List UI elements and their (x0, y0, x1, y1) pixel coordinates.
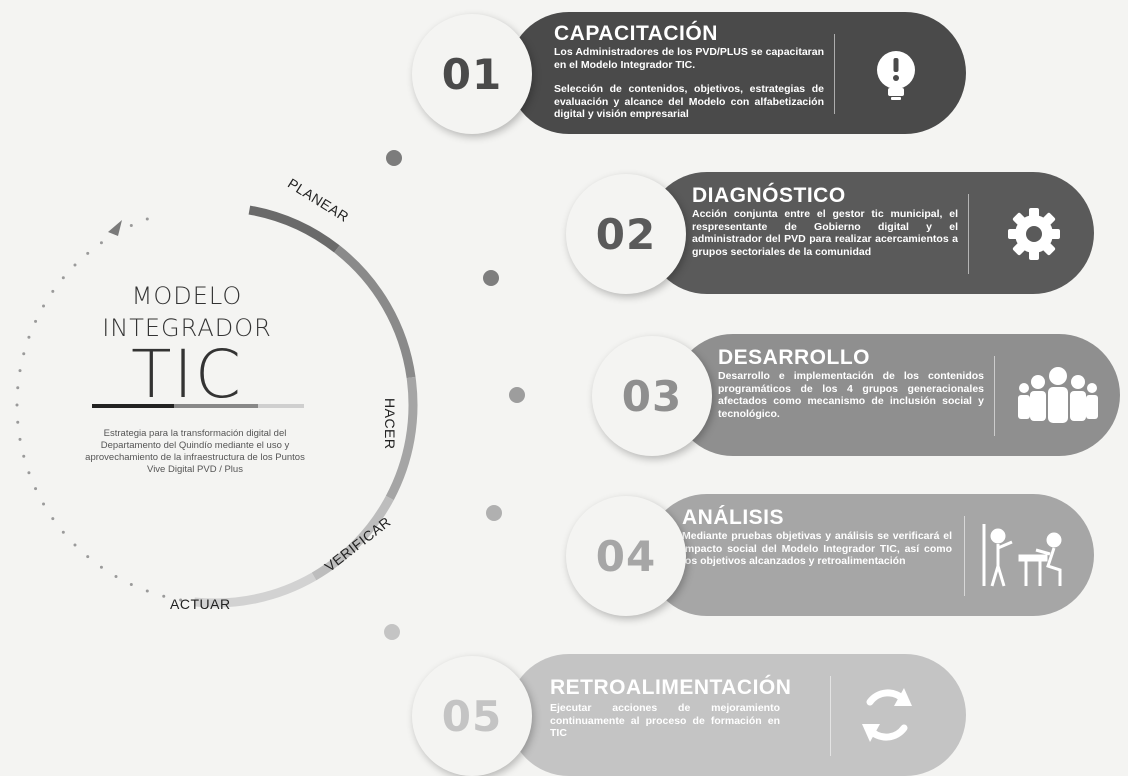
step-card-05: RETROALIMENTACIÓN Ejecutar acciones de m… (508, 654, 966, 776)
ring-dot (27, 471, 31, 475)
ring-dot (15, 403, 19, 407)
step-number-03: 03 (592, 336, 712, 456)
ring-segment (193, 572, 317, 608)
ring-dot (129, 582, 133, 586)
group-icon (1016, 362, 1100, 433)
step-text-paragraph: Ejecutar acciones de mejoramiento contin… (550, 702, 780, 739)
step-text: Mediante pruebas objetivas y análisis se… (682, 530, 952, 568)
step-divider (830, 676, 831, 756)
step-divider (968, 194, 969, 274)
step-text-paragraph: Desarrollo e implementación de los conte… (718, 370, 984, 420)
connector-dot (483, 270, 499, 286)
ring-dot (86, 251, 90, 255)
ring-dot (27, 335, 31, 339)
center-description: Estrategia para la transformación digita… (85, 428, 305, 475)
ring-dot (18, 369, 22, 373)
step-number-04: 04 (566, 496, 686, 616)
ring-dot (16, 386, 20, 390)
step-text: Ejecutar acciones de mejoramiento contin… (550, 702, 780, 740)
title-underline-dark (92, 404, 174, 408)
ring-dot (42, 502, 46, 506)
step-card-02: DIAGNÓSTICO Acción conjunta entre el ges… (646, 172, 1094, 294)
step-text-paragraph: Los Administradores de los PVD/PLUS se c… (554, 46, 824, 71)
cycle-arrow-icon (108, 220, 122, 236)
title-line-modelo: MODELO (131, 282, 243, 310)
connector-dot (386, 150, 402, 166)
ring-dot (145, 589, 149, 593)
step-number-05: 05 (412, 656, 532, 776)
step-title: RETROALIMENTACIÓN (550, 676, 792, 699)
ring-dot (51, 517, 55, 521)
phase-actuar: ACTUAR (170, 596, 231, 612)
step-text-paragraph: Acción conjunta entre el gestor tic muni… (692, 208, 958, 258)
ring-dot (73, 263, 77, 267)
ring-segment (385, 376, 418, 501)
ring-dot (34, 487, 38, 491)
step-title: DIAGNÓSTICO (692, 184, 846, 207)
step-divider (994, 356, 995, 436)
ring-segment (248, 205, 340, 253)
ring-dot (86, 555, 90, 559)
ring-dot (61, 530, 65, 534)
step-divider (964, 516, 965, 596)
connector-dot (509, 387, 525, 403)
connector-dot (384, 624, 400, 640)
step-text: Desarrollo e implementación de los conte… (718, 370, 984, 420)
ring-dot (162, 594, 166, 598)
ring-dot (145, 217, 149, 221)
step-text-paragraph: Mediante pruebas objetivas y análisis se… (682, 530, 952, 567)
connector-dot (486, 505, 502, 521)
step-title: ANÁLISIS (682, 506, 785, 529)
gear-icon (1002, 202, 1066, 271)
title-tic: TIC (131, 336, 243, 413)
step-divider (834, 34, 835, 114)
step-card-01: CAPACITACIÓN Los Administradores de los … (508, 12, 966, 134)
phase-hacer: HACER (382, 398, 398, 450)
step-number-01: 01 (412, 14, 532, 134)
teacher-student-icon (980, 520, 1070, 595)
step-card-03: DESARROLLO Desarrollo e implementación d… (672, 334, 1120, 456)
ring-dot (99, 241, 103, 245)
ring-dot (179, 598, 183, 602)
title-line-integrador: INTEGRADOR (102, 314, 272, 342)
cycle-ring (15, 205, 418, 608)
ring-dot (51, 289, 55, 293)
ring-dot (99, 565, 103, 569)
refresh-icon (852, 680, 922, 755)
title-underline-light (258, 404, 304, 408)
step-title: CAPACITACIÓN (554, 22, 718, 45)
ring-dot (129, 224, 133, 228)
step-text: Los Administradores de los PVD/PLUS se c… (554, 46, 824, 121)
ring-segment (334, 245, 416, 379)
step-text: Acción conjunta entre el gestor tic muni… (692, 208, 958, 258)
ring-dot (22, 352, 26, 356)
lightbulb-icon (864, 42, 928, 111)
ring-segment (311, 495, 394, 581)
ring-dot (22, 454, 26, 458)
title-underline-mid (174, 404, 258, 408)
ring-dot (34, 319, 38, 323)
ring-dot (73, 543, 77, 547)
step-number-02: 02 (566, 174, 686, 294)
ring-dot (16, 420, 20, 424)
step-card-04: ANÁLISIS Mediante pruebas objetivas y an… (646, 494, 1094, 616)
ring-dot (61, 276, 65, 280)
step-title: DESARROLLO (718, 346, 870, 369)
ring-dot (114, 574, 118, 578)
ring-dot (18, 437, 22, 441)
step-text-paragraph: Selección de contenidos, objetivos, estr… (554, 83, 824, 120)
ring-dot (42, 304, 46, 308)
